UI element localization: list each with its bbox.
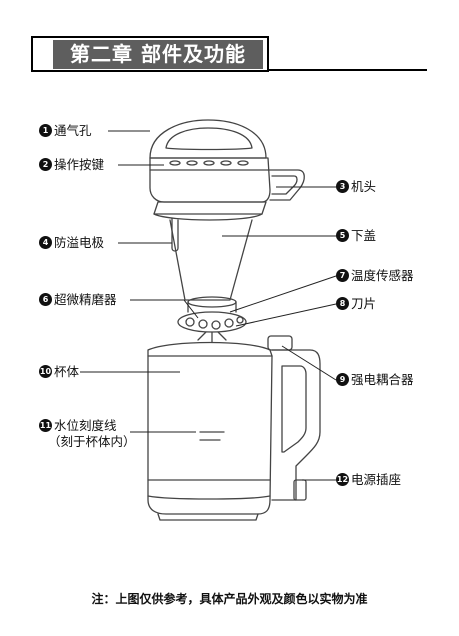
jug-rim xyxy=(147,341,273,357)
coupler xyxy=(267,335,293,351)
jug-body xyxy=(147,355,273,515)
callout-number-5: 5 xyxy=(336,229,349,242)
head-top xyxy=(149,119,267,159)
part-label-temp-sensor: 温度传感器 xyxy=(351,268,414,283)
part-label-lower-cover: 下盖 xyxy=(351,228,377,243)
blade xyxy=(197,331,227,343)
callout-number-4: 4 xyxy=(39,236,52,249)
power-socket xyxy=(293,479,307,501)
water-level-line xyxy=(199,431,225,441)
part-label-head: 机头 xyxy=(351,179,377,194)
electrode xyxy=(171,217,179,252)
callout-number-3: 3 xyxy=(336,180,349,193)
callout-number-6: 6 xyxy=(39,293,52,306)
jug-handle xyxy=(271,349,321,501)
grinder-cap xyxy=(187,296,237,308)
callout-number-8: 8 xyxy=(336,297,349,310)
vent-opening xyxy=(165,127,253,151)
part-label-coupler: 强电耦合器 xyxy=(351,372,414,387)
part-label-power-socket: 电源插座 xyxy=(351,472,402,487)
part-label-water-level: 水位刻度线 xyxy=(54,418,117,433)
grinder-basket xyxy=(177,311,247,333)
chapter-header-band xyxy=(53,40,263,69)
jug-base xyxy=(157,513,259,521)
callout-number-9: 9 xyxy=(336,373,349,386)
callout-number-1: 1 xyxy=(39,124,52,137)
disclaimer-note: 注：上图仅供参考，具体产品外观及颜色以实物为准 xyxy=(91,592,368,606)
lower-cover xyxy=(153,201,267,215)
part-label-vent: 通气孔 xyxy=(54,123,92,138)
header-rule xyxy=(269,69,427,71)
head-grip xyxy=(267,169,305,201)
part-label-blade: 刀片 xyxy=(351,296,377,311)
chapter-title: 第二章 部件及功能 xyxy=(70,42,246,66)
part-label-jug: 杯体 xyxy=(54,364,80,379)
part-label-electrode: 防溢电极 xyxy=(54,235,105,250)
part-label-buttons: 操作按键 xyxy=(54,157,105,172)
callout-number-12: 12 xyxy=(336,473,349,486)
callout-number-7: 7 xyxy=(336,269,349,282)
funnel xyxy=(169,219,253,301)
callout-number-11: 11 xyxy=(39,419,52,432)
part-label-grinder: 超微精磨器 xyxy=(54,292,117,307)
part-sublabel-water-level: （刻于杯体内） xyxy=(48,434,136,449)
callout-number-2: 2 xyxy=(39,158,52,171)
callout-number-10: 10 xyxy=(39,365,52,378)
